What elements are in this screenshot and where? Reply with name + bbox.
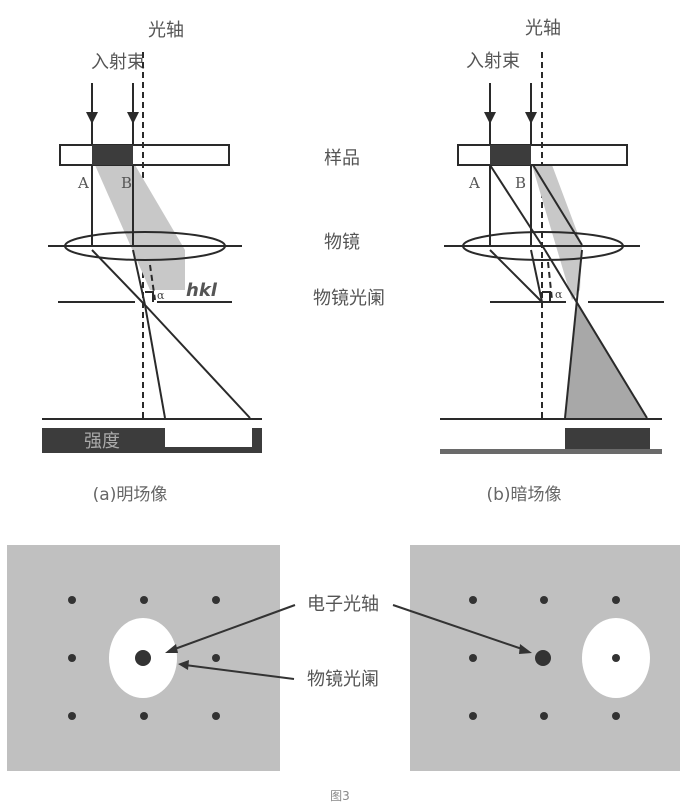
optical-axis-label-a: 光轴 (148, 20, 184, 41)
arrow-down-icon (127, 112, 139, 124)
diffraction-spot (540, 596, 548, 604)
diffraction-spot (68, 596, 76, 604)
diffraction-spot (612, 596, 620, 604)
objective-lens-b (462, 231, 624, 261)
transmitted-spot-right (535, 650, 551, 666)
intensity-bar-base-a (165, 447, 262, 453)
intensity-bar-dark-b (565, 428, 650, 449)
sample-region-ab-b (490, 145, 531, 165)
side-labels: 样品 物镜 物镜光阑 (313, 148, 385, 309)
sample-slab-b (457, 144, 628, 166)
diffraction-spot (469, 712, 477, 720)
arrow-to-aperture-left (184, 664, 295, 680)
diffraction-spot (212, 712, 220, 720)
diffraction-spot (212, 596, 220, 604)
point-b-label-a: B (121, 174, 132, 192)
diffraction-dash-a (149, 264, 156, 301)
objective-lens-label: 物镜 (324, 232, 360, 253)
sample-slab-a (59, 144, 230, 166)
point-a-label-a: A (77, 174, 89, 192)
transmitted-spot-left (135, 650, 151, 666)
caption-bright-field: (a)明场像 (93, 485, 168, 505)
sample-label: 样品 (324, 148, 360, 169)
objective-lens-a (64, 231, 226, 261)
arrow-head-icon (165, 644, 178, 653)
arrow-down-icon (525, 112, 537, 124)
point-a-label-b: A (468, 174, 480, 192)
diffraction-spot (469, 596, 477, 604)
figure-caption: 图3 (330, 789, 350, 803)
intensity-bar-dark-a (42, 428, 165, 453)
alpha-label-a: α (157, 289, 165, 302)
intensity-bar-edge-a (252, 428, 262, 453)
objective-aperture-pattern-label: 物镜光阑 (307, 669, 379, 690)
diffraction-spot (612, 654, 620, 662)
diffraction-pattern-dark (410, 545, 680, 771)
ray-image-2 (144, 304, 166, 419)
angle-marker-b (542, 291, 551, 302)
diffracted-beam-shade-a (95, 165, 185, 290)
alpha-label-b: α (555, 288, 563, 301)
diffraction-spot (68, 654, 76, 662)
diffraction-pattern-bright (7, 545, 280, 771)
diffraction-spot (68, 712, 76, 720)
diffraction-spot (140, 712, 148, 720)
diffraction-spot (612, 712, 620, 720)
ray-image-1 (144, 304, 251, 419)
dark-field-cone-b (565, 302, 647, 418)
diffracted-edge-2 (532, 164, 583, 246)
point-b-label-b: B (515, 174, 526, 192)
intensity-bar-base-b (440, 449, 662, 454)
arrow-to-axis-right (392, 604, 526, 651)
arrow-down-icon (484, 112, 496, 124)
optical-axis-label-b: 光轴 (525, 18, 561, 39)
ray-converge-2 (132, 249, 146, 306)
electron-optical-axis-label: 电子光轴 (307, 594, 379, 615)
caption-dark-field: (b)暗场像 (486, 485, 561, 505)
angle-marker-a (145, 291, 154, 302)
panel-b-dark-field: 光轴 入射束 A B α (b)暗场像 (440, 18, 664, 505)
diffracted-edge-1 (489, 164, 546, 251)
arrow-to-axis-left (171, 604, 296, 651)
ray-converge-1 (91, 249, 146, 306)
panel-a-bright-field: 光轴 入射束 A B α hkl (42, 20, 262, 505)
arrow-head-icon (178, 660, 189, 670)
hkl-label: hkl (186, 280, 218, 301)
intensity-label: 强度 (84, 431, 120, 452)
sample-region-ab-a (92, 145, 133, 165)
pattern-annotations: 电子光轴 物镜光阑 (165, 594, 532, 690)
arrow-head-icon (519, 644, 532, 654)
diffraction-spot (540, 712, 548, 720)
diffraction-spot (140, 596, 148, 604)
incident-beam-label-a: 入射束 (91, 52, 145, 73)
diffraction-spot (469, 654, 477, 662)
incident-beam-label-b: 入射束 (466, 51, 520, 72)
arrow-down-icon (86, 112, 98, 124)
diffraction-spot (212, 654, 220, 662)
objective-aperture-label: 物镜光阑 (313, 288, 385, 309)
